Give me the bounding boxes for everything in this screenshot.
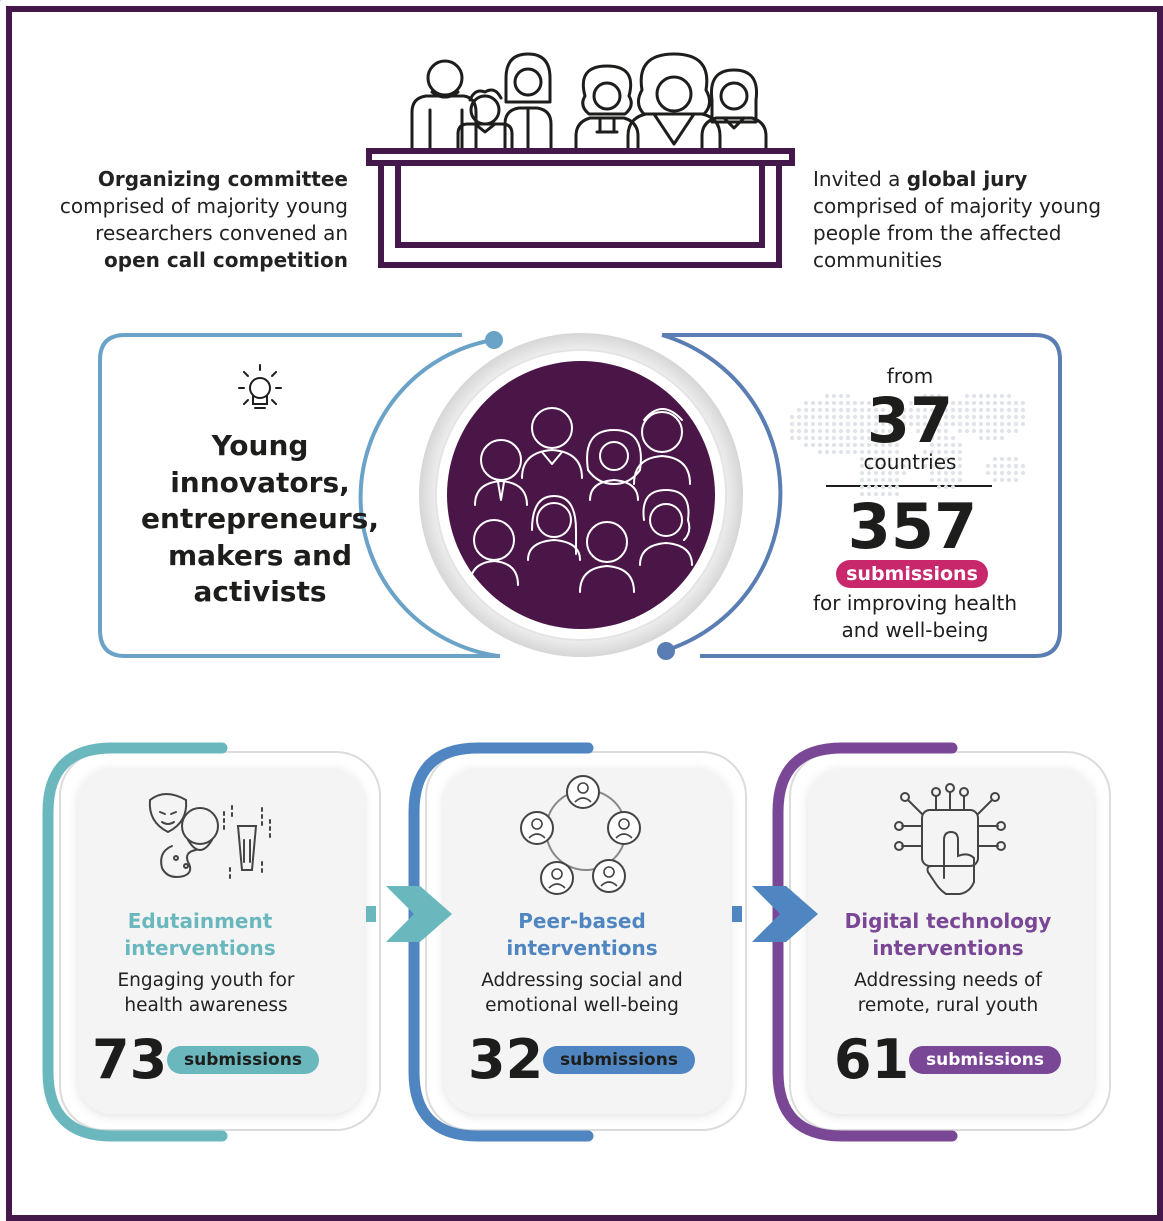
outer-frame (6, 6, 1163, 1221)
world-map-dots (790, 394, 1025, 496)
improving-health-text: for improving health and well-being (812, 591, 1018, 642)
global-jury-text: Invited a global jury comprised of major… (813, 167, 1102, 272)
arrow-right-icon-1 (366, 886, 452, 942)
jury-people-icon (366, 52, 795, 268)
card-digital-count: 61 (834, 1028, 910, 1091)
card-digital-badge: submissions (909, 1046, 1061, 1074)
submissions-count: 357 (847, 490, 978, 563)
theater-art-music-icon (148, 793, 271, 879)
middle-frame-graphics (0, 0, 1062, 660)
lightbulb-icon (238, 364, 282, 409)
card-peer-count: 32 (468, 1028, 544, 1091)
countries-label: countries (863, 450, 957, 474)
peer-network-icon (520, 775, 641, 895)
young-innovators-heading: Young innovators, entrepreneurs, makers … (141, 429, 379, 608)
organizing-committee-text: Organizing committee comprised of majori… (59, 167, 348, 272)
touch-circuit-icon (894, 783, 1006, 895)
arrow-right-icon-2 (732, 886, 818, 942)
from-label: from (886, 364, 934, 388)
card-edutainment-count: 73 (92, 1028, 168, 1091)
card-edutainment-badge: submissions (167, 1046, 319, 1074)
submissions-badge: submissions (836, 560, 988, 588)
card-peer-badge: submissions (543, 1046, 695, 1074)
countries-count: 37 (866, 384, 954, 457)
